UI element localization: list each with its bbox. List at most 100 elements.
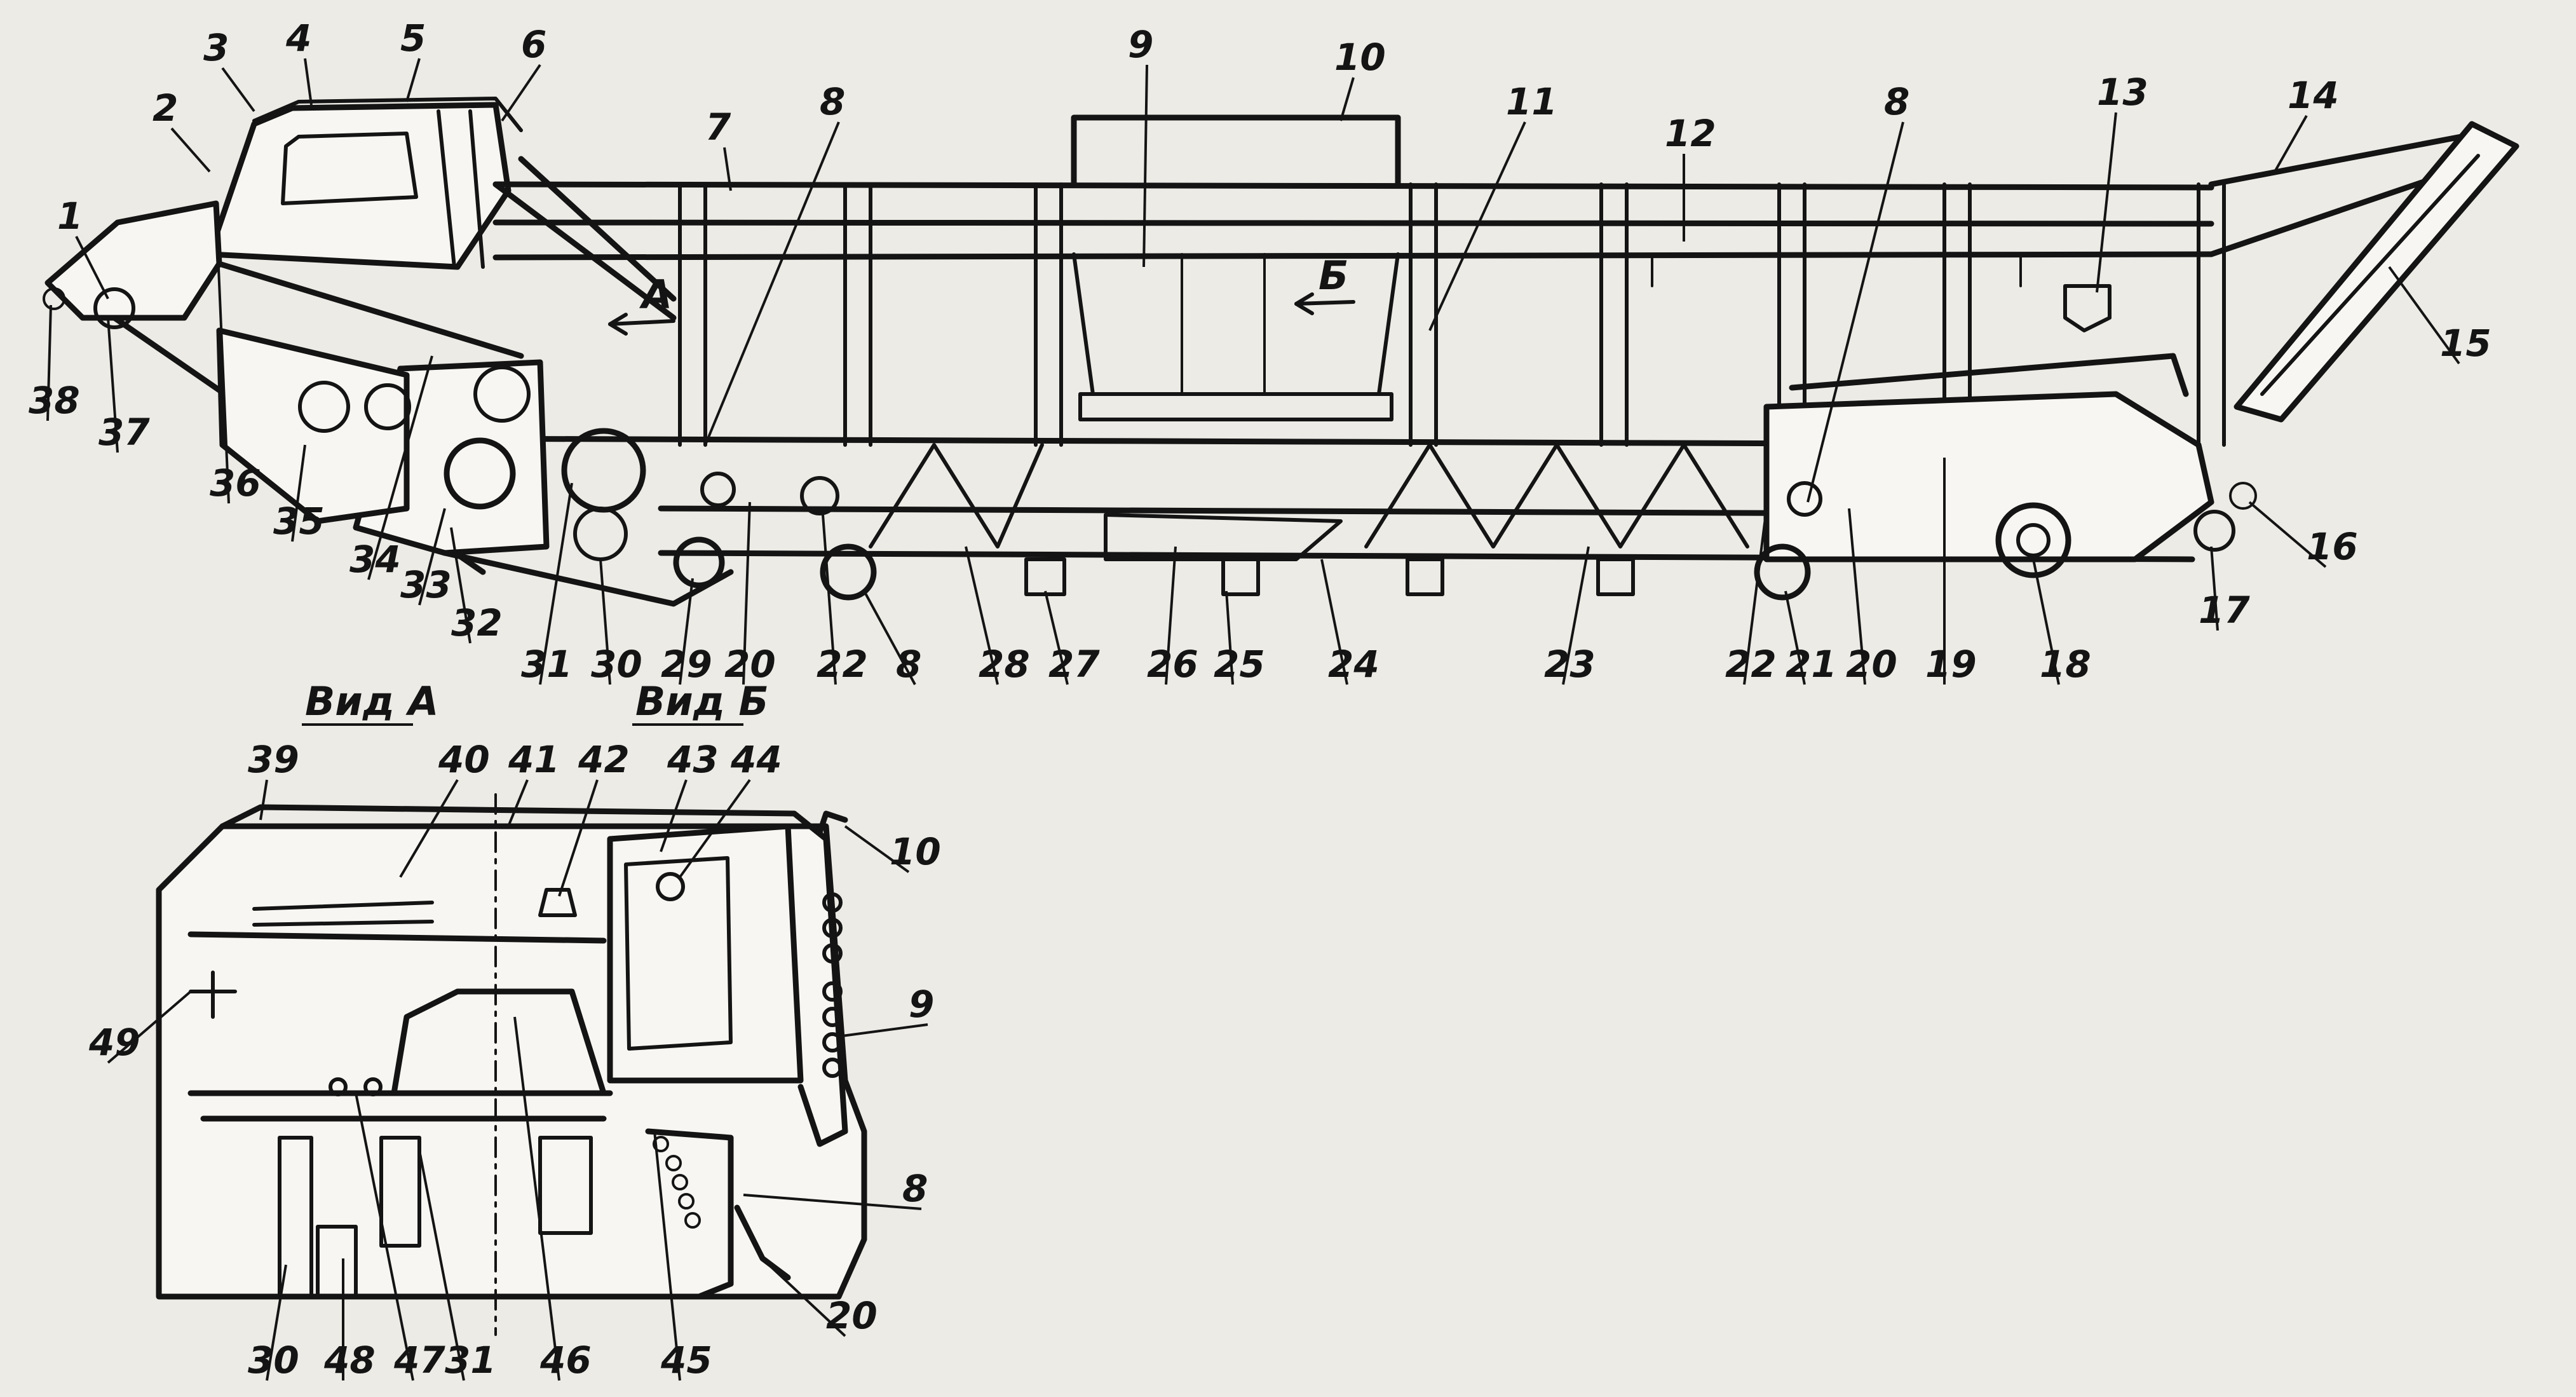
main-callout-label: 38 — [29, 379, 80, 422]
section-lower-cutout — [645, 1128, 734, 1300]
roller-8b — [700, 472, 736, 507]
main-callout-label: 8 — [820, 80, 845, 123]
main-callout-label: 35 — [273, 500, 325, 543]
main-callout-leader — [704, 121, 840, 446]
rear-boom-inner — [2260, 154, 2480, 396]
section-callout-label: 46 — [539, 1339, 592, 1382]
main-callout-leader — [221, 67, 255, 112]
section-callout-leader — [418, 1150, 465, 1381]
main-callout-leader — [450, 527, 471, 644]
hopper-10 — [1071, 114, 1401, 187]
arrow-b-line — [1294, 300, 1355, 306]
section-callout-label: 20 — [826, 1294, 878, 1337]
front-hole-2 — [364, 383, 411, 430]
main-callout-label: 21 — [1786, 643, 1837, 686]
main-callout-leader — [599, 559, 611, 685]
main-callout-label: 22 — [817, 643, 868, 686]
main-callout-label: 22 — [1725, 643, 1777, 686]
section-callout-label: 48 — [323, 1339, 376, 1382]
section-callout-label: 30 — [248, 1339, 299, 1382]
section-rail-40 — [252, 901, 434, 927]
main-callout-leader — [1743, 508, 1768, 685]
main-callout-label: 2 — [153, 86, 178, 130]
section-callout-label: 40 — [438, 738, 490, 781]
section-callout-leader — [259, 779, 268, 821]
main-callout-leader — [46, 304, 52, 421]
arrow-a-label: А — [639, 271, 672, 318]
main-callout-leader — [1848, 508, 1866, 685]
main-callout-leader — [367, 355, 433, 580]
main-callout-leader — [1225, 590, 1234, 685]
main-callout-leader — [822, 514, 837, 685]
main-callout-leader — [965, 546, 999, 685]
section-hopper — [607, 823, 804, 1084]
roller-21 — [1754, 543, 1811, 601]
roller-29 — [673, 536, 725, 589]
cab-pillar — [437, 109, 485, 269]
gearbox-31 — [561, 428, 646, 513]
section-callout-leader — [841, 1023, 928, 1037]
main-callout-label: 15 — [2440, 322, 2491, 365]
main-callout-leader — [2032, 559, 2060, 685]
main-callout-leader — [291, 444, 306, 542]
section-callout-leader — [266, 1264, 287, 1381]
main-callout-label: 31 — [521, 643, 573, 686]
section-callout-label: 49 — [88, 1021, 140, 1064]
section-bolt-49 — [189, 971, 237, 1019]
main-callout-label: 11 — [1506, 80, 1557, 123]
roller-22a — [800, 476, 839, 515]
rear-frame-upper — [1789, 353, 2189, 397]
truss-28 — [869, 443, 1749, 549]
main-callout-label: 13 — [2097, 71, 2148, 114]
section-callout-leader — [558, 779, 599, 897]
main-callout-label: 27 — [1048, 643, 1100, 686]
front-pivot-38 — [43, 287, 65, 310]
main-callout-leader — [1165, 546, 1177, 685]
arrow-a-head — [608, 313, 628, 336]
bracket-13 — [2063, 284, 2112, 332]
hopper-9 — [1072, 252, 1400, 421]
main-callout-label: 19 — [1925, 643, 1977, 686]
section-view: Вид А Вид Б — [156, 678, 867, 1336]
main-callout-leader — [1044, 590, 1069, 685]
section-callout-label: 8 — [902, 1167, 928, 1210]
main-callout-label: 12 — [1665, 112, 1716, 155]
section-circles-47 — [329, 1077, 383, 1096]
top-longeron — [492, 181, 2214, 261]
section-callout-label: 39 — [248, 738, 299, 781]
main-callout-leader — [107, 317, 119, 453]
main-callout-label: 16 — [2307, 525, 2358, 568]
main-callout-label: 37 — [98, 411, 150, 454]
main-callout-leader — [863, 590, 916, 685]
front-hole-1 — [298, 381, 350, 433]
section-lower-holes — [653, 1136, 701, 1229]
main-callout-leader — [1428, 121, 1526, 331]
panel-26 — [1104, 513, 1343, 561]
section-callout-leader — [513, 1016, 560, 1381]
main-callout-leader — [405, 58, 421, 102]
main-callout-label: 24 — [1328, 643, 1380, 686]
main-callout-leader — [501, 64, 541, 122]
main-callout-leader — [304, 58, 313, 106]
section-callout-label: 44 — [730, 738, 782, 781]
main-callout-leader — [2388, 266, 2460, 365]
main-side-view: А Б — [43, 97, 2519, 607]
main-callout-label: 14 — [2288, 74, 2339, 117]
main-callout-leader — [1562, 546, 1590, 685]
main-callout-leader — [1142, 64, 1148, 268]
rear-pivot-17 — [2193, 510, 2235, 552]
section-callout-label: 47 — [393, 1339, 445, 1382]
main-callout-label: 20 — [1846, 643, 1897, 686]
section-callout-label: 10 — [890, 830, 941, 873]
main-callout-label: 30 — [591, 643, 642, 686]
main-callout-label: 29 — [661, 643, 712, 686]
main-callout-leader — [742, 501, 751, 685]
main-callout-label: 8 — [1884, 80, 1909, 123]
arrow-a-line — [608, 319, 675, 326]
main-callout-label: 7 — [705, 106, 731, 149]
section-callout-leader — [653, 1131, 681, 1381]
main-callout-label: 36 — [210, 461, 261, 505]
main-callout-leader — [679, 578, 694, 685]
